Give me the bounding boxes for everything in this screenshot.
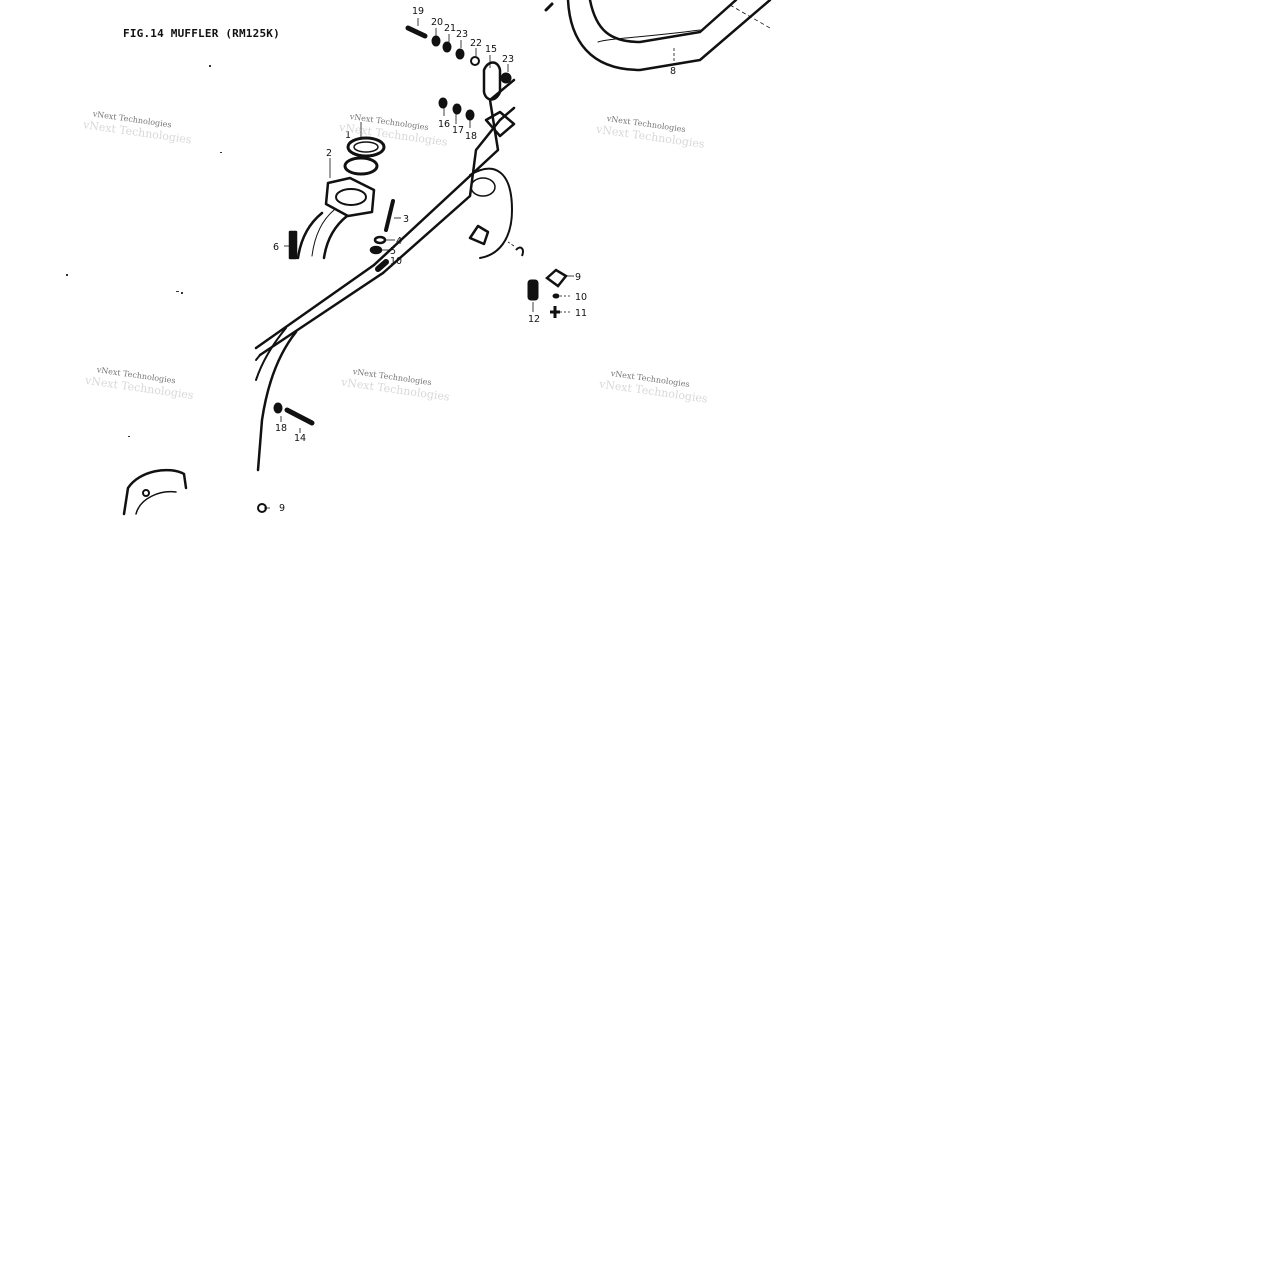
callout-15: 14 — [294, 433, 306, 444]
hardware-parts — [273, 25, 568, 426]
scan-specks — [66, 65, 222, 437]
watermark: vNext Technologies vNext Technologies — [597, 369, 708, 406]
callout-11b: 10 — [575, 292, 587, 303]
watermark: vNext Technologies vNext Technologies — [83, 365, 194, 402]
exhaust-pipe-drawing — [122, 0, 772, 516]
callout-23b: 23 — [502, 54, 514, 65]
callout-22: 22 — [470, 38, 482, 49]
callout-12: 11 — [575, 308, 587, 319]
callout-11a: 10 — [390, 256, 402, 267]
callout-16: 16 — [438, 119, 450, 130]
callout-20: 20 — [431, 17, 443, 28]
callout-labels: 19 20 21 23 22 15 23 8 16 17 18 1 2 3 4 … — [273, 6, 676, 514]
watermark: vNext Technologies vNext Technologies — [339, 367, 450, 404]
watermark: vNext Technologies vNext Technologies — [81, 109, 192, 146]
callout-18b: 18 — [275, 423, 287, 434]
callout-3: 3 — [403, 214, 409, 225]
callout-10: 9 — [575, 272, 581, 283]
callout-23a: 23 — [456, 29, 468, 40]
callout-1: 1 — [345, 130, 351, 141]
watermark: vNext Technologies vNext Technologies — [337, 112, 448, 149]
callout-13: 12 — [528, 314, 540, 325]
callout-19: 19 — [412, 6, 424, 17]
callout-8: 8 — [670, 66, 676, 77]
callout-21: 21 — [444, 23, 456, 34]
callout-6: 6 — [273, 242, 279, 253]
callout-14: 15 — [485, 44, 497, 55]
leader-lines — [264, 4, 771, 509]
callout-2: 2 — [326, 148, 332, 159]
callout-4: 4 — [396, 236, 402, 247]
callout-18a: 18 — [465, 131, 477, 142]
callout-17: 17 — [452, 125, 464, 136]
callout-5: 5 — [390, 246, 396, 257]
callout-9: 9 — [279, 503, 285, 514]
diagram-title: FIG.14 MUFFLER (RM125K) — [123, 27, 280, 40]
watermark: vNext Technologies vNext Technologies — [594, 114, 705, 151]
